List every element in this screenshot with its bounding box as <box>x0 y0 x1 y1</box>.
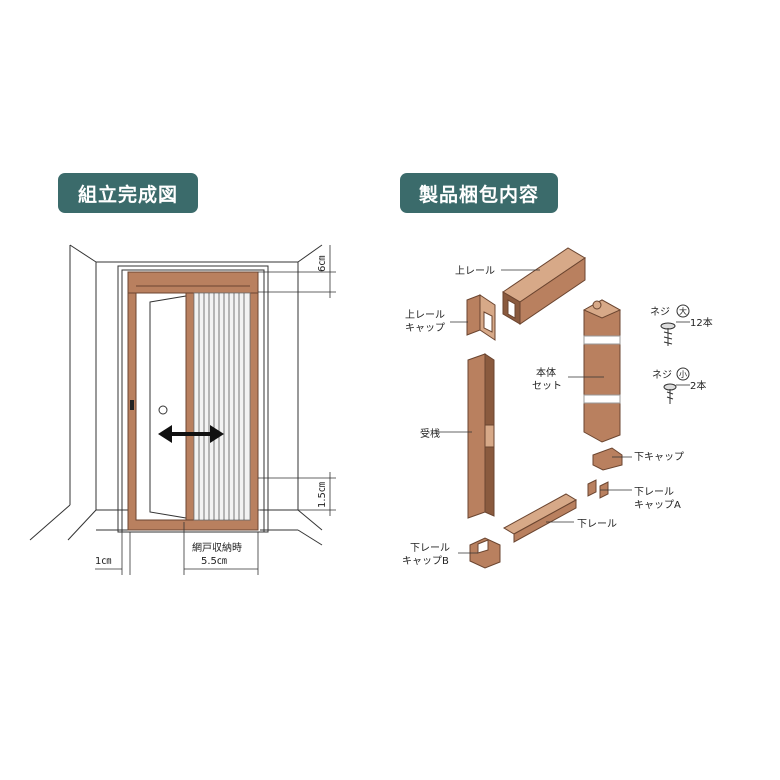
slide-arrow-icon <box>158 425 224 443</box>
label-screw-large-mark: 大 <box>679 306 687 316</box>
label-screw-large-count: 12本 <box>690 316 713 329</box>
label-screw-small: ネジ <box>652 369 672 381</box>
screw-small-mark-circle <box>676 367 690 381</box>
jamb <box>467 353 495 519</box>
lower-rail-cap-a <box>587 479 609 499</box>
dim-side-label: 1.5㎝ <box>317 482 328 508</box>
dim-bottom-caption: 網戸収納時 <box>192 541 242 554</box>
upper-rail <box>502 247 586 325</box>
label-screw-large: ネジ <box>650 306 670 318</box>
leader-lines <box>437 269 690 554</box>
lower-cap <box>592 447 623 471</box>
label-body-set-2: セット <box>532 380 562 392</box>
label-upper-rail: 上レール <box>455 265 495 277</box>
dim-top-label: 6㎝ <box>317 256 328 272</box>
label-lower-rail-cap-a-1: 下レール <box>634 487 674 498</box>
lower-rail <box>502 493 578 543</box>
label-body-set-1: 本体 <box>536 366 556 379</box>
dim-bottom-left-label: 1㎝ <box>95 556 111 567</box>
label-jamb: 受桟 <box>420 427 440 440</box>
assembly-heading: 組立完成図 <box>58 173 198 213</box>
label-lower-cap: 下キャップ <box>634 451 684 463</box>
label-screw-small-count: 2本 <box>690 379 706 392</box>
pleated-screen <box>193 292 251 521</box>
package-contents-heading: 製品梱包内容 <box>400 173 558 213</box>
body-set <box>582 299 622 443</box>
upper-rail-cap <box>466 294 496 341</box>
label-lower-rail-cap-b-1: 下レール <box>410 543 450 554</box>
lower-rail-cap-b <box>469 537 501 569</box>
label-screw-small-mark: 小 <box>679 370 687 379</box>
label-lower-rail-cap-a-2: キャップA <box>634 499 681 511</box>
dim-bottom-value: 5.5㎝ <box>201 556 227 567</box>
assembly-diagram <box>29 244 323 546</box>
label-lower-rail: 下レール <box>577 519 617 530</box>
label-lower-rail-cap-b-2: キャップB <box>402 555 449 567</box>
label-upper-rail-cap-1: 上レール <box>405 309 445 321</box>
screw-small-icon <box>663 383 677 404</box>
screen-post <box>185 292 195 521</box>
screw-large-mark-circle <box>676 304 690 318</box>
dimension-lines <box>95 245 336 575</box>
label-upper-rail-cap-2: キャップ <box>405 322 445 334</box>
screw-large-icon <box>660 322 676 346</box>
